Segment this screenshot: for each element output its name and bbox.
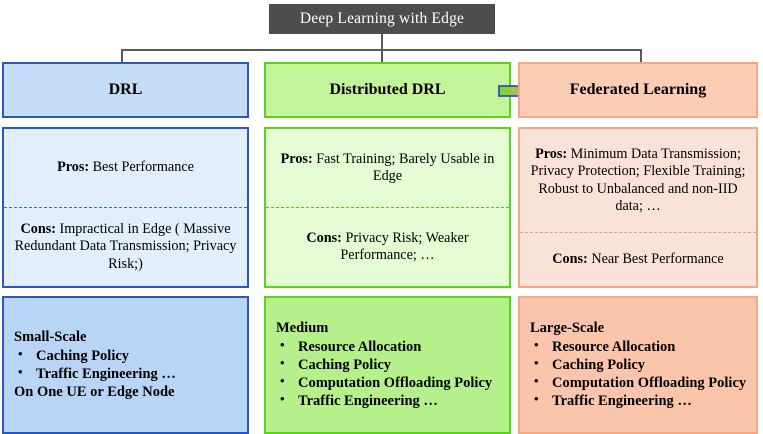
root-node-deep-learning-with-edge: Deep Learning with Edge bbox=[269, 4, 495, 34]
drl-proscons-divider bbox=[4, 207, 247, 208]
column-federated-learning: Federated Learning Pros: Minimum Data Tr… bbox=[518, 62, 758, 434]
list-item: Traffic Engineering … bbox=[14, 364, 241, 383]
federated-learning-pros-text: Minimum Data Transmission; Privacy Prote… bbox=[530, 145, 746, 214]
federated-learning-proscons-card: Pros: Minimum Data Transmission; Privacy… bbox=[518, 127, 758, 288]
list-item: Resource Allocation bbox=[276, 337, 503, 356]
list-item: Traffic Engineering … bbox=[530, 391, 750, 410]
distributed-drl-proscons-card: Pros: Fast Training; Barely Usable in Ed… bbox=[264, 127, 511, 288]
distributed-drl-title-card: Distributed DRL bbox=[264, 62, 511, 118]
drl-cons-text: Impractical in Edge ( Massive Redundant … bbox=[14, 221, 237, 272]
connector-drop-drl bbox=[121, 49, 123, 63]
federated-learning-scale-heading: Large-Scale bbox=[530, 320, 605, 337]
distributed-drl-proscons-divider bbox=[266, 207, 509, 208]
drl-title-label: DRL bbox=[108, 81, 143, 98]
drl-cons-section: Cons: Impractical in Edge ( Massive Redu… bbox=[4, 208, 247, 286]
column-distributed-drl: Distributed DRL Pros: Fast Training; Bar… bbox=[264, 62, 511, 434]
drl-scale-heading: Small-Scale bbox=[14, 329, 87, 346]
distributed-drl-pros-section: Pros: Fast Training; Barely Usable in Ed… bbox=[266, 129, 509, 207]
drl-pros-label: Pros: bbox=[57, 159, 90, 176]
connector-stem bbox=[381, 34, 383, 63]
connector-drop-federated-learning bbox=[640, 49, 642, 63]
federated-learning-title-label: Federated Learning bbox=[569, 81, 707, 98]
federated-learning-cons-label: Cons: bbox=[552, 250, 588, 267]
list-item: Computation Offloading Policy bbox=[276, 373, 503, 392]
federated-learning-proscons-divider bbox=[520, 232, 756, 233]
federated-learning-cons-section: Cons: Near Best Performance bbox=[520, 233, 756, 286]
drl-pros-section: Pros: Best Performance bbox=[4, 129, 247, 207]
distributed-drl-cons-section: Cons: Privacy Risk; Weaker Performance; … bbox=[266, 208, 509, 286]
root-node-label: Deep Learning with Edge bbox=[299, 10, 465, 27]
drl-pros-text: Best Performance bbox=[89, 159, 194, 176]
list-item: Computation Offloading Policy bbox=[530, 373, 750, 392]
federated-learning-scale-list: Resource Allocation Caching Policy Compu… bbox=[530, 337, 750, 411]
connector-trunk bbox=[121, 49, 642, 51]
distributed-drl-scale-heading: Medium bbox=[276, 320, 329, 337]
drl-proscons-card: Pros: Best Performance Cons: Impractical… bbox=[2, 127, 249, 288]
drl-cons-label: Cons: bbox=[20, 221, 56, 238]
drl-scale-card: Small-Scale Caching Policy Traffic Engin… bbox=[2, 296, 249, 434]
drl-title-card: DRL bbox=[2, 62, 249, 118]
federated-learning-scale-card: Large-Scale Resource Allocation Caching … bbox=[518, 296, 758, 434]
list-item: Caching Policy bbox=[276, 355, 503, 374]
federated-learning-pros-label: Pros: bbox=[535, 145, 568, 162]
list-item: Caching Policy bbox=[14, 346, 241, 365]
list-item: Traffic Engineering … bbox=[276, 391, 503, 410]
distributed-drl-scale-list: Resource Allocation Caching Policy Compu… bbox=[276, 337, 503, 411]
drl-scale-footer: On One UE or Edge Node bbox=[14, 384, 175, 401]
drl-scale-list: Caching Policy Traffic Engineering … bbox=[14, 346, 241, 384]
list-item: Resource Allocation bbox=[530, 337, 750, 356]
federated-learning-cons-text: Near Best Performance bbox=[587, 250, 724, 267]
distributed-drl-cons-label: Cons: bbox=[306, 229, 342, 246]
distributed-drl-pros-label: Pros: bbox=[280, 150, 313, 167]
distributed-drl-cons-text: Privacy Risk; Weaker Performance; … bbox=[340, 229, 469, 263]
list-item: Caching Policy bbox=[530, 355, 750, 374]
column-drl: DRL Pros: Best Performance Cons: Impract… bbox=[2, 62, 249, 434]
distributed-drl-scale-card: Medium Resource Allocation Caching Polic… bbox=[264, 296, 511, 434]
federated-learning-title-card: Federated Learning bbox=[518, 62, 758, 118]
distributed-drl-pros-text: Fast Training; Barely Usable in Edge bbox=[312, 150, 495, 184]
federated-learning-pros-section: Pros: Minimum Data Transmission; Privacy… bbox=[520, 129, 756, 232]
distributed-drl-title-label: Distributed DRL bbox=[329, 81, 446, 98]
